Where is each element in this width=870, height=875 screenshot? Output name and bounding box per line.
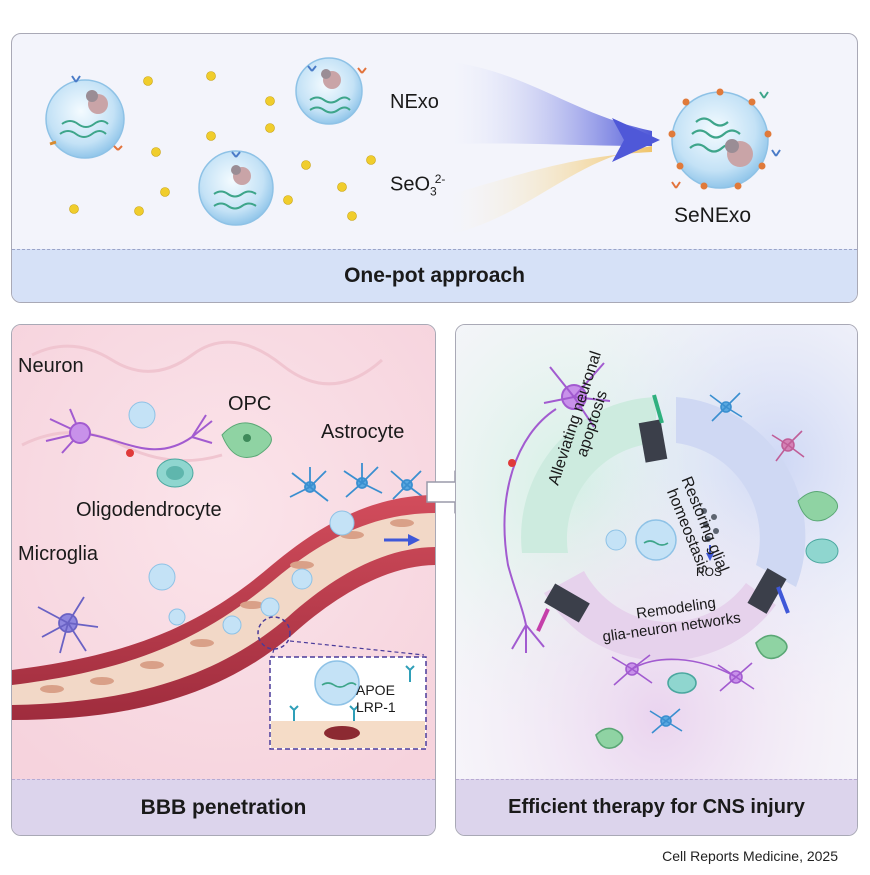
flow-arrow xyxy=(384,534,420,546)
bbb-penetration-panel: Neuron OPC Astrocyte Oligodendrocyte Mic… xyxy=(11,324,436,836)
opc-label: OPC xyxy=(228,393,272,415)
ros-label: ROS xyxy=(696,565,723,579)
neuron-label: Neuron xyxy=(18,355,84,377)
therapy-cycle xyxy=(521,394,806,661)
one-pot-approach-panel: NExo SeO32- SeNExo One-pot approach xyxy=(11,33,858,303)
bbb-penetration-banner: BBB penetration xyxy=(12,779,435,835)
receptor-inset xyxy=(269,656,427,750)
nexo-exosome xyxy=(198,150,274,226)
oligodendrocyte-label: Oligodendrocyte xyxy=(76,499,222,521)
nexo-exosome xyxy=(295,57,367,125)
ros-particles xyxy=(701,508,719,561)
senexo-exosome xyxy=(668,88,781,190)
selenite-label-superscript: 2- xyxy=(434,172,446,186)
healing-neuron xyxy=(503,362,611,653)
bbb-illustration xyxy=(12,325,435,785)
glia-neuron-network xyxy=(595,634,788,749)
one-pot-illustration xyxy=(45,57,781,234)
one-pot-approach-banner: One-pot approach xyxy=(12,249,857,302)
opc-cell xyxy=(221,422,272,458)
apoe-label: APOE xyxy=(356,682,395,698)
nexo-label: NExo xyxy=(390,91,439,113)
neuron-cell xyxy=(45,408,213,457)
exosomes-in-vessel xyxy=(148,510,355,635)
selenite-label: SeO32- xyxy=(390,172,447,199)
cns-therapy-panel: Alleviating neuronal apoptosis Restoring… xyxy=(455,324,858,836)
microglia-cell xyxy=(37,596,99,654)
therapy-exosome xyxy=(605,519,677,561)
senexo-label: SeNExo xyxy=(674,204,752,227)
selenite-label-subscript: 3 xyxy=(430,184,437,199)
oligodendrocyte-cell xyxy=(156,458,194,488)
magnify-lines xyxy=(269,640,425,664)
therapy-illustration xyxy=(456,325,857,785)
astrocyte-label: Astrocyte xyxy=(321,421,405,443)
citation-credit: Cell Reports Medicine, 2025 xyxy=(662,848,838,864)
blood-vessel xyxy=(12,495,435,720)
astrocyte-cells xyxy=(289,463,424,502)
synthesis-arrow xyxy=(452,62,660,234)
selenite-particles xyxy=(69,71,376,221)
lrp1-label: LRP-1 xyxy=(356,699,396,715)
selenite-label-base: SeO xyxy=(390,173,431,196)
exosome-near-neuron xyxy=(128,401,156,429)
microglia-label: Microglia xyxy=(18,543,99,565)
glial-cells xyxy=(709,392,839,564)
cns-therapy-banner: Efficient therapy for CNS injury xyxy=(456,779,857,835)
nexo-exosome xyxy=(45,75,125,159)
